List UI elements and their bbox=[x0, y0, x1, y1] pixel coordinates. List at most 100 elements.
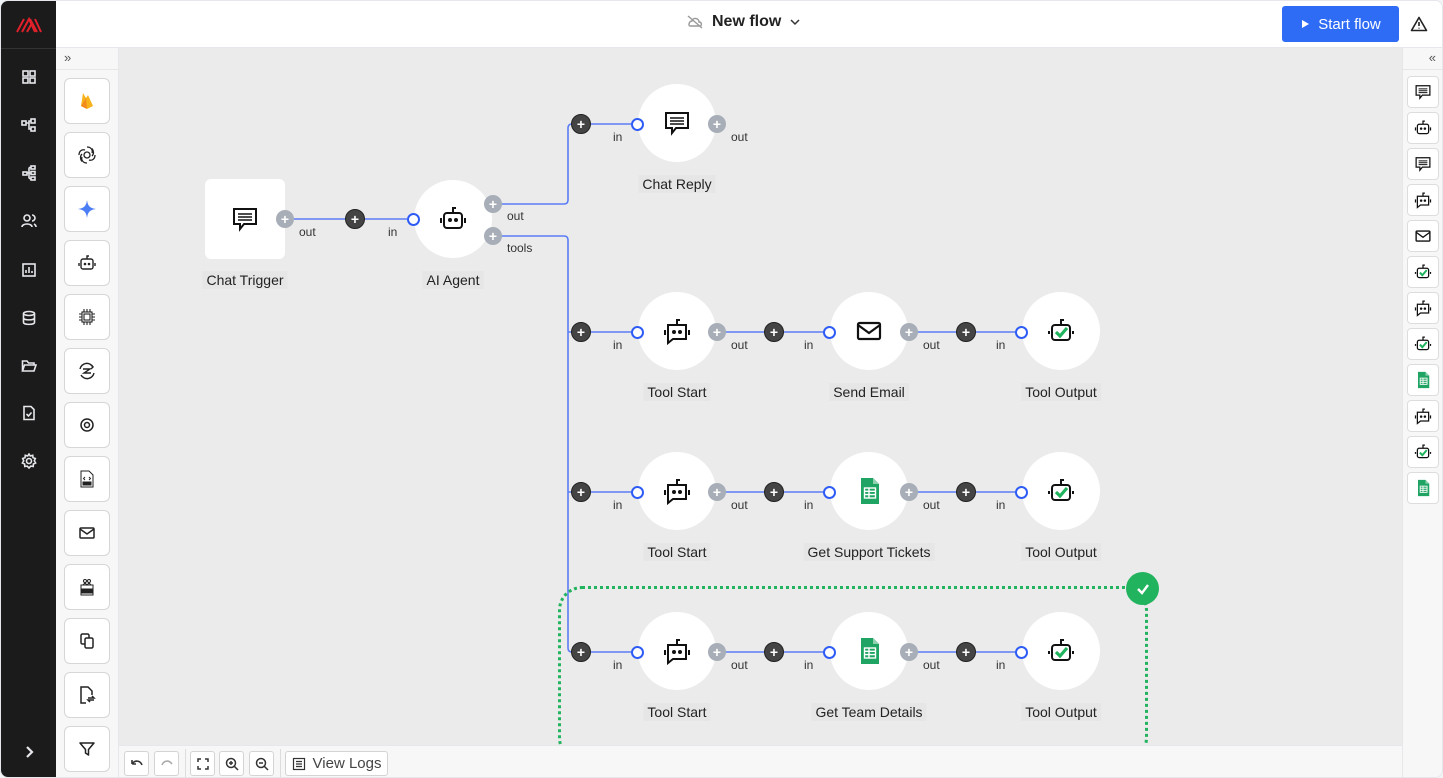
node-palette: » bbox=[56, 48, 119, 777]
nav-hierarchy[interactable] bbox=[16, 160, 42, 186]
insert-node-button[interactable]: + bbox=[764, 322, 784, 342]
insert-node-button[interactable]: + bbox=[345, 209, 365, 229]
add-output-port[interactable]: + bbox=[708, 323, 726, 341]
view-logs-button[interactable]: View Logs bbox=[285, 751, 388, 776]
run-step-chat[interactable] bbox=[1407, 148, 1439, 180]
node-row1-action[interactable] bbox=[830, 292, 908, 370]
run-step-bot-chat[interactable] bbox=[1407, 184, 1439, 216]
run-step-chat[interactable] bbox=[1407, 76, 1439, 108]
insert-node-button[interactable]: + bbox=[764, 642, 784, 662]
palette-item-sync[interactable] bbox=[64, 348, 110, 394]
insert-node-button[interactable]: + bbox=[571, 322, 591, 342]
nav-tasks[interactable] bbox=[16, 400, 42, 426]
flow-title-dropdown[interactable]: New flow bbox=[686, 13, 801, 31]
run-step-sheets[interactable] bbox=[1407, 472, 1439, 504]
insert-node-button[interactable]: + bbox=[571, 114, 591, 134]
input-port[interactable] bbox=[1014, 645, 1028, 659]
input-port[interactable] bbox=[822, 485, 836, 499]
palette-item-bot[interactable] bbox=[64, 240, 110, 286]
input-port[interactable] bbox=[822, 645, 836, 659]
add-output-port[interactable]: + bbox=[484, 195, 502, 213]
palette-item-ftp[interactable] bbox=[64, 564, 110, 610]
palette-item-file-transfer[interactable] bbox=[64, 672, 110, 718]
palette-item-copy[interactable] bbox=[64, 618, 110, 664]
input-port[interactable] bbox=[822, 325, 836, 339]
email-icon bbox=[79, 527, 95, 539]
run-step-bot-chat[interactable] bbox=[1407, 400, 1439, 432]
run-step-bot-check[interactable] bbox=[1407, 256, 1439, 288]
add-output-port[interactable]: + bbox=[900, 323, 918, 341]
palette-item-settings[interactable] bbox=[64, 402, 110, 448]
palette-item-filter[interactable] bbox=[64, 726, 110, 772]
zoom-out-button[interactable] bbox=[249, 751, 274, 776]
node-row2-action[interactable] bbox=[830, 452, 908, 530]
warning-button[interactable] bbox=[1408, 13, 1430, 35]
insert-node-button[interactable]: + bbox=[571, 642, 591, 662]
node-label: Tool Output bbox=[1021, 383, 1101, 401]
filter-icon bbox=[79, 742, 95, 756]
undo-button[interactable] bbox=[124, 751, 149, 776]
input-port[interactable] bbox=[630, 325, 644, 339]
palette-item-xml[interactable] bbox=[64, 456, 110, 502]
port-label: in bbox=[613, 498, 623, 512]
input-port[interactable] bbox=[630, 117, 644, 131]
node-tool-start-1[interactable] bbox=[638, 292, 716, 370]
insert-node-button[interactable]: + bbox=[571, 482, 591, 502]
add-output-port[interactable]: + bbox=[900, 643, 918, 661]
palette-item-email[interactable] bbox=[64, 510, 110, 556]
expand-nav-button[interactable] bbox=[16, 739, 42, 765]
run-step-bot-chat[interactable] bbox=[1407, 292, 1439, 324]
run-step-bot-check[interactable] bbox=[1407, 328, 1439, 360]
redo-button[interactable] bbox=[154, 751, 179, 776]
add-output-port[interactable]: + bbox=[900, 483, 918, 501]
insert-node-button[interactable]: + bbox=[956, 642, 976, 662]
input-port[interactable] bbox=[630, 485, 644, 499]
add-output-port[interactable]: + bbox=[276, 210, 294, 228]
add-output-port[interactable]: + bbox=[708, 643, 726, 661]
add-output-port[interactable]: + bbox=[708, 115, 726, 133]
nav-dashboard[interactable] bbox=[16, 64, 42, 90]
run-step-sheets[interactable] bbox=[1407, 364, 1439, 396]
input-port[interactable] bbox=[1014, 485, 1028, 499]
palette-toggle[interactable]: » bbox=[56, 48, 118, 70]
insert-node-button[interactable]: + bbox=[764, 482, 784, 502]
node-tool-output-2[interactable] bbox=[1022, 452, 1100, 530]
insert-node-button[interactable]: + bbox=[956, 482, 976, 502]
input-port[interactable] bbox=[1014, 325, 1028, 339]
node-tool-output-1[interactable] bbox=[1022, 292, 1100, 370]
palette-item-ai-chip[interactable] bbox=[64, 294, 110, 340]
dashboard-icon bbox=[22, 70, 36, 84]
start-flow-button[interactable]: Start flow bbox=[1282, 6, 1399, 42]
node-row3-action[interactable] bbox=[830, 612, 908, 690]
flows-icon bbox=[21, 118, 36, 132]
add-tools-port[interactable]: + bbox=[484, 227, 502, 245]
insert-node-button[interactable]: + bbox=[956, 322, 976, 342]
palette-item-openai[interactable] bbox=[64, 132, 110, 178]
node-chat-trigger[interactable] bbox=[205, 179, 285, 259]
nav-folder[interactable] bbox=[16, 353, 42, 379]
add-output-port[interactable]: + bbox=[708, 483, 726, 501]
nav-flows[interactable] bbox=[16, 112, 42, 138]
app-logo[interactable] bbox=[1, 1, 56, 49]
run-step-email[interactable] bbox=[1407, 220, 1439, 252]
node-tool-output-3[interactable] bbox=[1022, 612, 1100, 690]
input-port[interactable] bbox=[630, 645, 644, 659]
nav-database[interactable] bbox=[16, 305, 42, 331]
nav-users[interactable] bbox=[16, 208, 42, 234]
palette-item-firebase[interactable] bbox=[64, 78, 110, 124]
palette-item-gemini[interactable] bbox=[64, 186, 110, 232]
node-ai-agent[interactable] bbox=[414, 180, 492, 258]
node-tool-start-2[interactable] bbox=[638, 452, 716, 530]
node-tool-start-3[interactable] bbox=[638, 612, 716, 690]
fit-view-button[interactable] bbox=[190, 751, 215, 776]
right-panel-toggle[interactable]: « bbox=[1403, 48, 1442, 70]
logs-icon bbox=[292, 757, 305, 770]
node-chat-reply[interactable] bbox=[638, 84, 716, 162]
nav-settings[interactable] bbox=[16, 448, 42, 474]
run-step-bot-check[interactable] bbox=[1407, 436, 1439, 468]
run-step-bot[interactable] bbox=[1407, 112, 1439, 144]
zoom-in-button[interactable] bbox=[219, 751, 244, 776]
input-port[interactable] bbox=[406, 212, 420, 226]
nav-reports[interactable] bbox=[16, 257, 42, 283]
